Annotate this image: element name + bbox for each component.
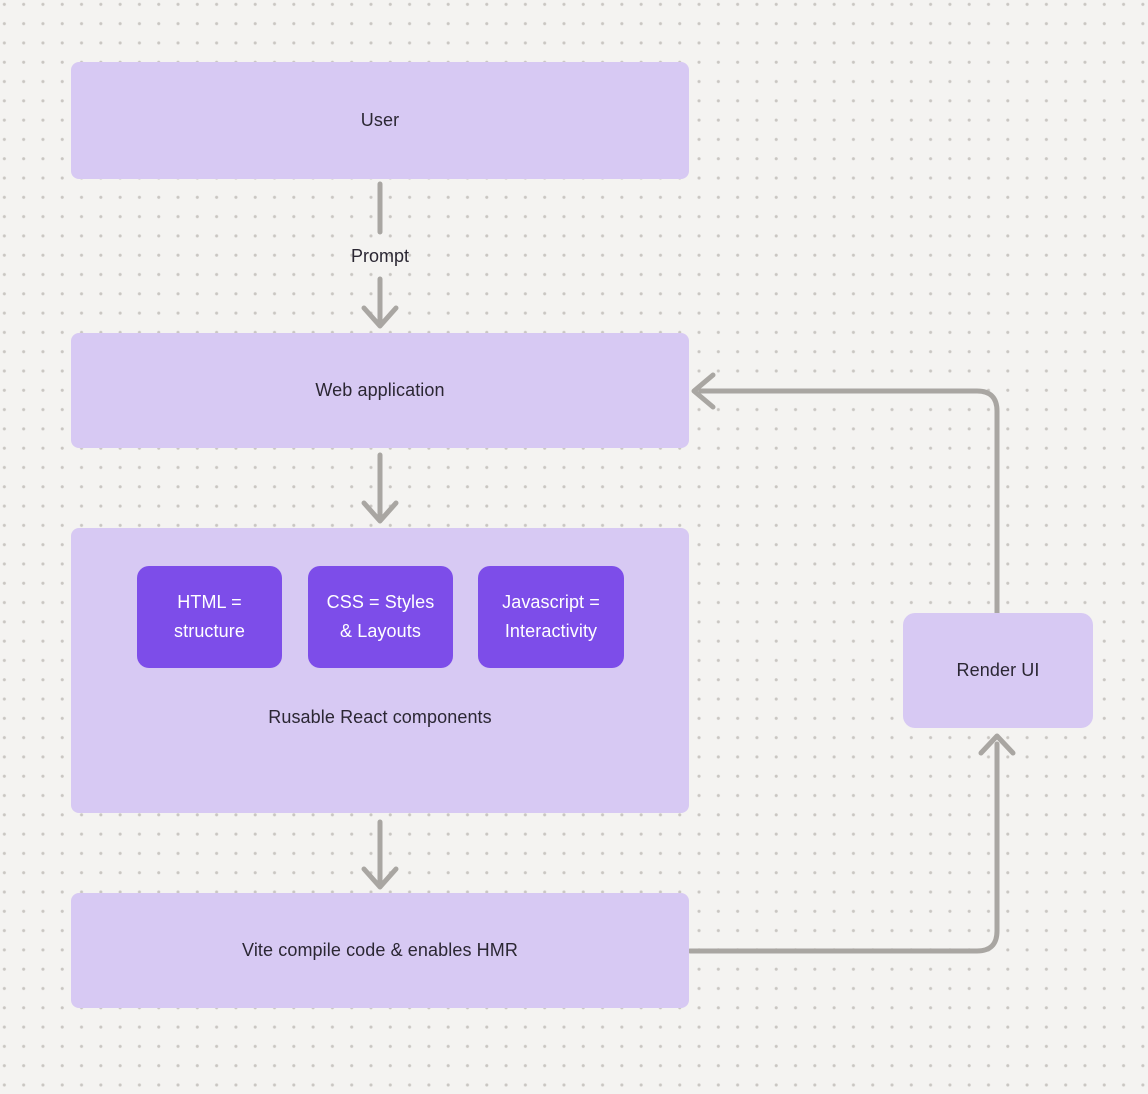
prompt-edge-label: Prompt: [350, 246, 410, 266]
web-application-node: Web application: [71, 333, 689, 448]
component-javascript-label: Javascript = Interactivity: [502, 592, 600, 641]
component-html-chip: HTML = structure: [137, 566, 282, 668]
vite-node: Vite compile code & enables HMR: [71, 893, 689, 1008]
edge-renderui-to-webapp-arrow: [691, 372, 1000, 616]
component-javascript-chip: Javascript = Interactivity: [478, 566, 624, 668]
render-ui-node: Render UI: [903, 613, 1093, 728]
components-group-node: HTML = structure CSS = Styles & Layouts …: [71, 528, 689, 813]
component-html-label: HTML = structure: [174, 592, 245, 641]
vite-node-label: Vite compile code & enables HMR: [242, 940, 518, 960]
component-css-chip: CSS = Styles & Layouts: [308, 566, 453, 668]
user-node-label: User: [360, 110, 400, 130]
user-node: User: [71, 62, 689, 179]
render-ui-node-label: Render UI: [956, 660, 1040, 680]
edge-components-to-vite-arrow: [361, 819, 399, 890]
components-group-caption: Rusable React components: [268, 707, 492, 727]
edge-vite-to-renderui-arrow: [687, 733, 1016, 954]
edge-webapp-to-components-arrow: [361, 452, 399, 524]
component-css-label: CSS = Styles & Layouts: [326, 592, 435, 641]
web-application-node-label: Web application: [315, 380, 445, 400]
